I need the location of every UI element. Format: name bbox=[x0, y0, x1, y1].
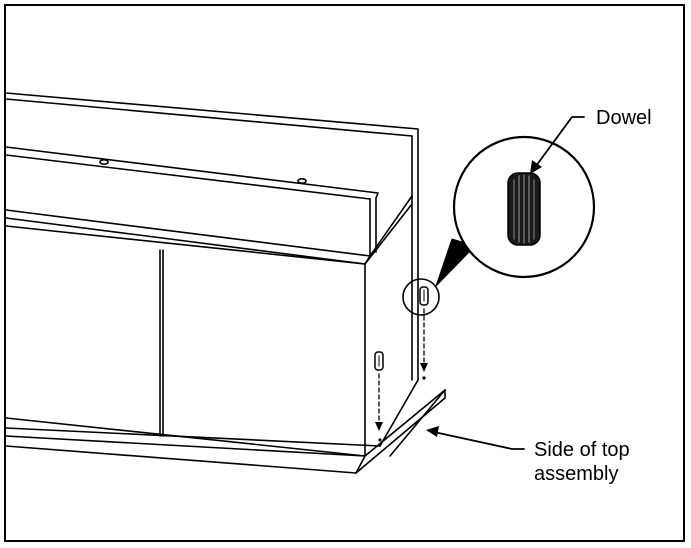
magnified-dowel bbox=[507, 172, 541, 246]
dowel-label: Dowel bbox=[596, 107, 652, 129]
illustration-frame bbox=[4, 4, 685, 542]
base-panel bbox=[5, 379, 446, 474]
rail-hole-left bbox=[99, 159, 109, 166]
top-shelf bbox=[5, 195, 413, 265]
side-of-top-assembly-label: Side of top assembly bbox=[534, 439, 630, 485]
top-rail bbox=[5, 146, 379, 257]
dowel-leader bbox=[530, 116, 585, 174]
rail-hole-right bbox=[297, 178, 307, 185]
right-dowel bbox=[419, 286, 429, 380]
side-leader bbox=[426, 426, 525, 450]
magnified-detail bbox=[452, 135, 596, 279]
cabinet-doors bbox=[5, 225, 366, 457]
back-panel bbox=[5, 92, 419, 381]
detail-marker-circle bbox=[402, 278, 440, 316]
left-dowel bbox=[374, 351, 384, 442]
